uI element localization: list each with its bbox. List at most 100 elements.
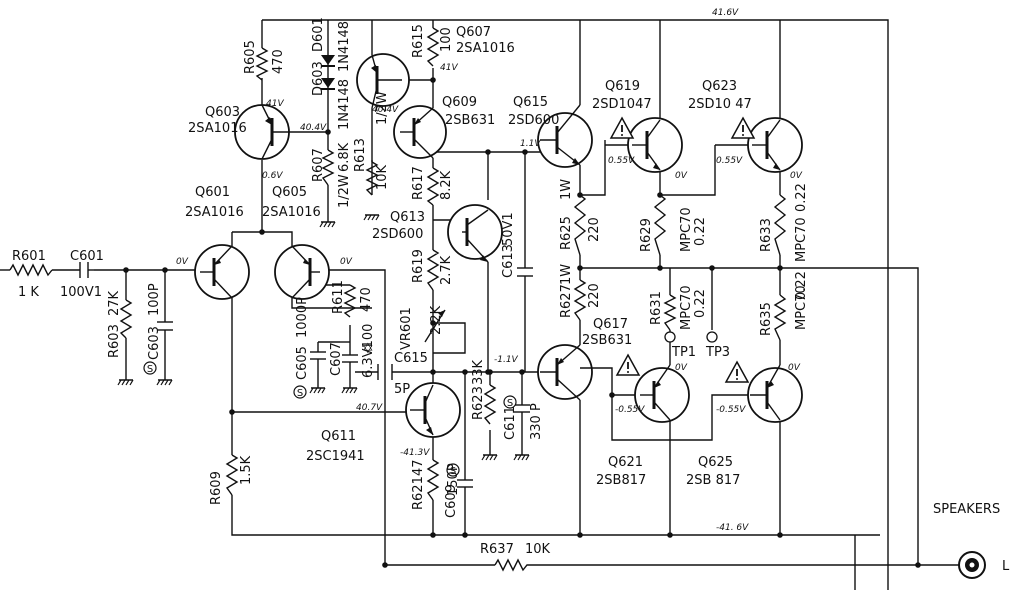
c603-label: C603 bbox=[147, 326, 162, 360]
diodes bbox=[321, 40, 335, 100]
r619-label: R619 bbox=[411, 249, 426, 283]
transistor-q621 bbox=[634, 364, 690, 423]
rail-negative-voltage: -41. 6V bbox=[716, 523, 749, 533]
q607-base-voltage: 40.4V bbox=[372, 105, 399, 115]
r627-rating: 1W bbox=[559, 264, 574, 285]
r607-rating: 1/2W bbox=[337, 174, 352, 208]
r629-label: R629 bbox=[639, 218, 654, 252]
svg-text:S: S bbox=[147, 364, 153, 375]
c611-value: 330 P bbox=[529, 403, 544, 440]
r609-label: R609 bbox=[209, 471, 224, 505]
resistor-r631 bbox=[663, 294, 677, 331]
r631-label: R631 bbox=[649, 291, 664, 325]
d603-part: 1N4148 bbox=[337, 79, 352, 130]
r619-value: 2.7K bbox=[439, 255, 454, 285]
q625-label: Q625 bbox=[698, 455, 733, 470]
resistor-r629 bbox=[653, 194, 667, 256]
q625-base-voltage: -0.55V bbox=[716, 405, 746, 415]
transistor-q607 bbox=[356, 53, 410, 109]
r635-label: R635 bbox=[759, 302, 774, 336]
r607-label: R607 bbox=[311, 148, 326, 182]
r617-label: R617 bbox=[411, 166, 426, 200]
capacitors bbox=[79, 262, 533, 495]
q603-base-voltage: 40.4V bbox=[300, 123, 327, 133]
resistor-r619 bbox=[426, 249, 440, 291]
c601-value: 100V1 bbox=[60, 285, 102, 300]
r605-value: 470 bbox=[271, 49, 286, 74]
resistor-r605 bbox=[255, 47, 269, 81]
c601-label: C601 bbox=[70, 249, 104, 264]
d601-label: D601 bbox=[311, 17, 326, 52]
q607-label: Q607 bbox=[456, 25, 491, 40]
r629-part: MPC70 bbox=[679, 207, 694, 252]
warning-triangle-icon bbox=[610, 117, 634, 139]
resistor-r637 bbox=[494, 558, 530, 572]
capacitor-c609 bbox=[457, 479, 473, 495]
q609-part: 2SB631 bbox=[445, 113, 495, 128]
r631-value: 0.22 bbox=[693, 289, 708, 318]
resistor-r621 bbox=[426, 459, 440, 501]
q623-base-voltage: 0.55V bbox=[716, 156, 743, 166]
c607-value: 6.3V100 bbox=[361, 324, 376, 378]
resistors bbox=[9, 27, 787, 572]
svg-text:S: S bbox=[297, 388, 303, 399]
capacitor-c601 bbox=[79, 262, 94, 278]
capacitor-c613 bbox=[517, 265, 533, 283]
speaker-terminal-l bbox=[958, 551, 986, 579]
r607-value: 6.8K bbox=[337, 142, 352, 172]
resistor-r617 bbox=[426, 167, 440, 206]
transistor-q623 bbox=[747, 117, 803, 173]
r633-value: 0.22 bbox=[794, 183, 809, 212]
r637-label: R637 bbox=[480, 542, 514, 557]
q611-base-voltage: 40.7V bbox=[356, 403, 383, 413]
r617-value: 8.2K bbox=[439, 170, 454, 200]
r635-part: MPC70 bbox=[794, 285, 809, 330]
q613-part: 2SD600 bbox=[372, 227, 423, 242]
q621-label: Q621 bbox=[608, 455, 643, 470]
c609-value: 150P bbox=[446, 463, 461, 496]
r611-label: R611 bbox=[331, 280, 346, 314]
c615-label: C615 bbox=[394, 351, 428, 366]
c609-label: C609 bbox=[444, 484, 459, 518]
c611-label: C611 bbox=[503, 406, 518, 440]
r615-value: 100 bbox=[439, 27, 454, 52]
r621-label: R621 bbox=[411, 476, 426, 510]
transistor-q613 bbox=[447, 204, 503, 263]
c603-value: 100P bbox=[147, 283, 162, 316]
q603-collector-voltage: 0.6V bbox=[262, 171, 283, 181]
r633-label: R633 bbox=[759, 218, 774, 252]
q617-base-voltage: -1.1V bbox=[494, 355, 519, 365]
q617-part: 2SB631 bbox=[582, 333, 632, 348]
q601-base-voltage: 0V bbox=[176, 257, 189, 267]
r603-label: R603 bbox=[107, 324, 122, 358]
r601-value: 1 K bbox=[18, 285, 39, 300]
warning-triangle-icon bbox=[616, 354, 640, 376]
capacitor-c603 bbox=[157, 321, 173, 340]
r623-label: R623 bbox=[471, 386, 486, 420]
r637-value: 10K bbox=[525, 542, 551, 557]
transistor-q615 bbox=[537, 104, 593, 168]
warning-triangle-icon bbox=[731, 117, 755, 139]
r623-value: 33K bbox=[471, 359, 486, 385]
q603-part: 2SA1016 bbox=[188, 121, 247, 136]
q611-part: 2SC1941 bbox=[306, 449, 365, 464]
q607-part: 2SA1016 bbox=[456, 41, 515, 56]
q609-label: Q609 bbox=[442, 95, 477, 110]
c615-value: 5P bbox=[394, 382, 410, 397]
q605-part: 2SA1016 bbox=[262, 205, 321, 220]
r627-value: 220 bbox=[587, 283, 602, 308]
q623-emitter-voltage: 0V bbox=[790, 171, 803, 181]
speaker-channel-label: L bbox=[1002, 559, 1010, 574]
q621-base-voltage: -0.55V bbox=[615, 405, 645, 415]
warning-triangle-icon bbox=[725, 361, 749, 383]
resistor-r611 bbox=[343, 284, 357, 318]
capacitor-c615 bbox=[377, 364, 393, 380]
resistor-r601 bbox=[9, 263, 53, 277]
wiring bbox=[0, 19, 960, 590]
q625-emitter-voltage: 0V bbox=[788, 363, 801, 373]
q623-label: Q623 bbox=[702, 79, 737, 94]
transistors bbox=[194, 53, 803, 438]
r627-label: R627 bbox=[559, 284, 574, 318]
capacitor-c605 bbox=[310, 341, 340, 388]
resistor-r609 bbox=[225, 454, 239, 496]
